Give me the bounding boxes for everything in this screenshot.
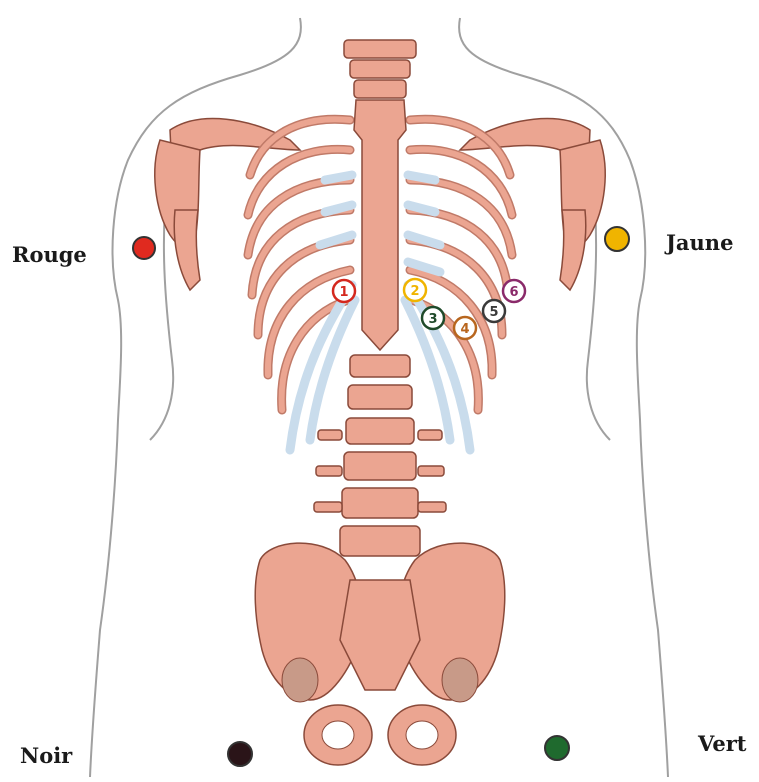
cervical-spine	[344, 40, 416, 98]
lead-v5-marker: 5	[483, 300, 505, 322]
lead-v2-marker: 2	[404, 279, 426, 301]
electrode-rouge	[133, 237, 155, 259]
pelvic-openings	[322, 721, 438, 749]
lead-v3-marker: 3	[422, 307, 444, 329]
rouge-label: Rouge	[12, 244, 87, 265]
electrode-jaune	[605, 227, 629, 251]
electrode-vert	[545, 736, 569, 760]
lead-v4-label: 4	[460, 322, 469, 337]
lead-v6-marker: 6	[503, 280, 525, 302]
lead-v4-marker: 4	[454, 317, 476, 339]
ribs-left	[248, 119, 350, 410]
noir-label: Noir	[20, 745, 72, 766]
vert-label: Vert	[698, 733, 747, 754]
lumbar-spine	[314, 355, 446, 556]
lead-v3-label: 3	[428, 312, 437, 327]
lead-v1-marker: 1	[333, 280, 355, 302]
pelvis	[255, 543, 505, 765]
lead-v6-label: 6	[509, 285, 518, 300]
jaune-label: Jaune	[666, 232, 733, 253]
ribs-left-fill	[248, 119, 350, 410]
lead-v2-label: 2	[410, 284, 419, 299]
electrode-noir	[228, 742, 252, 766]
lead-v5-label: 5	[489, 305, 498, 320]
sternum	[354, 100, 406, 350]
lead-v1-label: 1	[339, 285, 348, 300]
